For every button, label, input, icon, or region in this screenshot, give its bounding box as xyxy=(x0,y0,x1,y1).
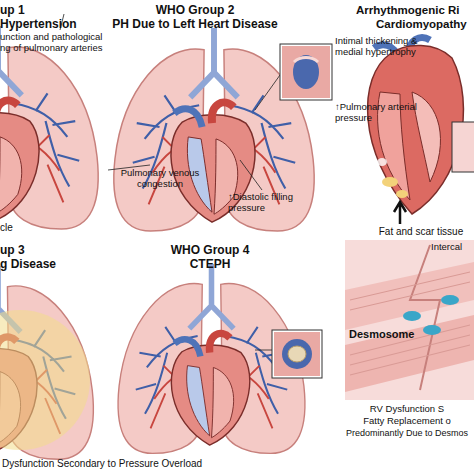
panel-title: up 1 xyxy=(0,4,70,17)
annotation: Pulmonary venous congestion xyxy=(112,168,208,189)
panel-title: Cardiomyopathy xyxy=(376,18,474,31)
heart xyxy=(368,45,464,214)
inset-background xyxy=(345,240,474,400)
annotation: ↑Pulmonary arterial pressure xyxy=(335,102,419,123)
annotation: ng of pulmonary arteries xyxy=(0,43,140,54)
vessel-wall xyxy=(274,332,320,376)
structure-label: Desmosome xyxy=(349,328,429,340)
panel-title: CTEPH xyxy=(145,258,275,271)
panel-title: Hypertension xyxy=(0,18,100,31)
panel-title: g Disease xyxy=(0,258,100,271)
lung-disease-shading xyxy=(0,310,90,450)
inset-box xyxy=(280,44,332,100)
panel-title: Arrhythmogenic Ri xyxy=(356,4,474,17)
vessel-lumen xyxy=(282,339,312,369)
pointer-arrow xyxy=(394,202,406,224)
leader-line xyxy=(255,75,280,110)
panel-title: PH Due to Left Heart Disease xyxy=(95,18,295,31)
lungs-group1 xyxy=(0,26,98,229)
desmosome-symbol xyxy=(403,311,421,321)
leader-line xyxy=(240,160,262,190)
desmosome-symbol xyxy=(441,295,459,305)
vessel-inset-group4 xyxy=(272,330,322,378)
lungs-group3 xyxy=(0,266,93,459)
desmosome-symbol xyxy=(423,325,441,335)
panel-title: WHO Group 2 xyxy=(115,4,275,17)
footer-caption: Dysfunction Secondary to Pressure Overlo… xyxy=(2,458,322,469)
annotation: cle xyxy=(0,222,40,233)
inset-label: Intercal xyxy=(431,242,473,253)
panel-title: WHO Group 4 xyxy=(145,244,275,257)
annotation: ↑Diastolic filling pressure xyxy=(228,192,310,213)
thrombus xyxy=(288,346,306,362)
vessel-inset-group2 xyxy=(280,44,332,100)
inset-box xyxy=(272,330,322,378)
desmosome-inset xyxy=(345,240,474,400)
footer-caption: Predominantly Due to Desmos xyxy=(340,428,474,438)
desmosome-inset-box: IntercalDesmosome xyxy=(345,240,474,400)
annotation: Intimal thickening & medial hypertrophy xyxy=(335,36,447,57)
myofibrils xyxy=(350,272,470,375)
vessel-lumen xyxy=(293,55,319,89)
fat-tissue xyxy=(382,177,398,187)
leader-lines xyxy=(60,14,280,350)
annotation: unction and pathological xyxy=(0,32,140,43)
leader-line xyxy=(255,350,272,351)
cell-layer xyxy=(345,315,474,392)
zoom-inset xyxy=(452,122,474,172)
scar-tissue xyxy=(377,158,387,166)
arvc-heart xyxy=(368,38,474,224)
panel-title: up 3 xyxy=(0,244,70,257)
annotation: Fat and scar tissue xyxy=(368,226,474,237)
footer-caption: Fatty Replacement o xyxy=(340,416,474,427)
vessel-wall xyxy=(282,46,330,98)
intimal-thickening xyxy=(294,58,318,63)
footer-caption: RV Dysfunction S xyxy=(340,404,474,415)
fat-tissue xyxy=(396,190,408,198)
